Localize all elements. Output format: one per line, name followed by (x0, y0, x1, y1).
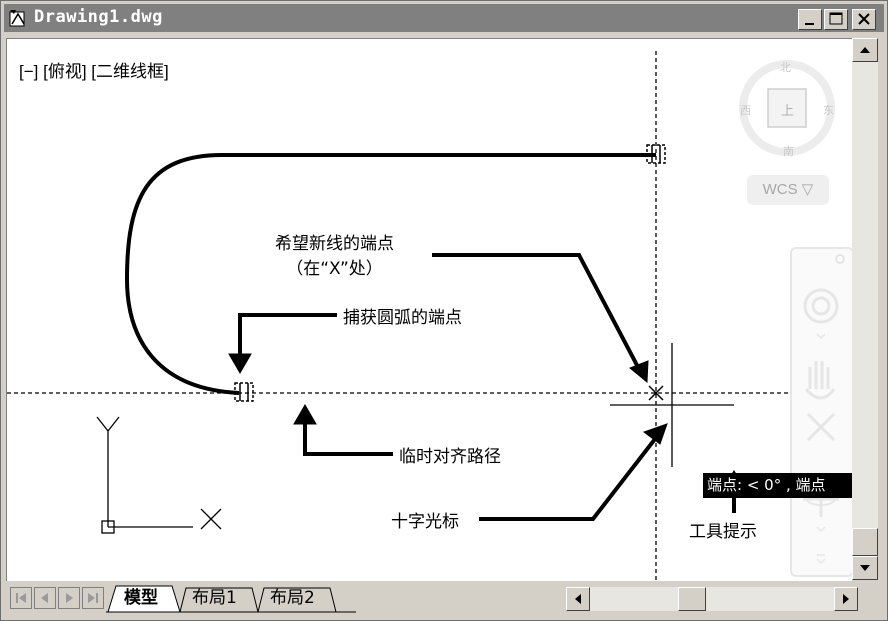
callout-crosshair-cursor: 十字光标 (391, 512, 459, 532)
arrow-down-icon (860, 565, 870, 571)
tab-outlines (106, 585, 356, 613)
tab-layout1[interactable]: 布局1 (192, 588, 237, 608)
endpoint-marker-top (646, 144, 666, 164)
scroll-right-button[interactable] (834, 587, 858, 611)
next-tab-icon (66, 593, 73, 603)
scroll-down-button[interactable] (852, 556, 878, 580)
callout-arrows (228, 253, 746, 521)
maximize-button[interactable] (824, 9, 848, 30)
callout-tooltip: 工具提示 (689, 522, 757, 542)
tab-model[interactable]: 模型 (124, 588, 158, 608)
close-button[interactable] (852, 9, 876, 30)
crosshair-cursor (610, 343, 734, 467)
navigation-bar-icons (803, 254, 845, 565)
wcs-menu[interactable]: WCS ▽ (747, 175, 829, 205)
osnap-tooltip: 端点: < 0° , 端点 (703, 473, 852, 498)
arrow-left-icon (575, 594, 581, 604)
ucs-icon (96, 416, 222, 534)
previous-tab-icon (41, 593, 48, 603)
x-marker (648, 385, 664, 401)
close-icon (858, 13, 870, 25)
last-tab-icon (88, 593, 98, 603)
compass-south[interactable]: 南 (783, 145, 794, 158)
callout-desired-endpoint-line1: 希望新线的端点 (275, 234, 394, 254)
drawn-line-and-arc (124, 153, 656, 395)
endpoint-marker-arc (234, 382, 254, 402)
horizontal-scrollbar[interactable] (566, 587, 858, 611)
callout-desired-endpoint: 希望新线的端点 （在“X”处） (275, 229, 394, 279)
callout-snap-arc-endpoint: 捕获圆弧的端点 (343, 308, 462, 328)
compass-east[interactable]: 东 (823, 104, 834, 117)
first-tab-icon (16, 593, 26, 603)
scroll-left-button[interactable] (566, 587, 590, 611)
tab-layout2[interactable]: 布局2 (270, 588, 315, 608)
horizontal-scroll-thumb[interactable] (678, 587, 706, 611)
viewcube-top-face[interactable]: 上 (781, 104, 795, 119)
minimize-button[interactable] (798, 9, 822, 30)
compass-west[interactable]: 西 (740, 104, 751, 117)
navigation-bar[interactable] (790, 247, 852, 577)
minimize-icon (805, 23, 814, 25)
first-tab-button[interactable] (10, 587, 32, 609)
view-controls-label[interactable]: [−] [俯视] [二维线框] (19, 62, 169, 81)
title-bar[interactable]: Drawing1.dwg (4, 4, 884, 32)
compass-north[interactable]: 北 (780, 61, 791, 74)
last-tab-button[interactable] (82, 587, 104, 609)
callout-temp-alignment-path: 临时对齐路径 (399, 447, 501, 467)
maximize-icon (829, 12, 843, 25)
vertical-scroll-thumb[interactable] (852, 528, 878, 556)
next-tab-button[interactable] (58, 587, 80, 609)
arrow-up-icon (860, 47, 870, 53)
arrow-right-icon (843, 594, 849, 604)
vertical-scrollbar[interactable] (852, 38, 878, 580)
drawing-file-icon (9, 10, 25, 27)
drawing-area[interactable]: [−] [俯视] [二维线框] (6, 38, 852, 581)
layout-tab-bar: 模型 布局1 布局2 (6, 584, 878, 614)
scroll-up-button[interactable] (852, 38, 878, 62)
window-title: Drawing1.dwg (34, 7, 163, 27)
callout-desired-endpoint-line2: （在“X”处） (286, 259, 383, 279)
previous-tab-button[interactable] (34, 587, 56, 609)
